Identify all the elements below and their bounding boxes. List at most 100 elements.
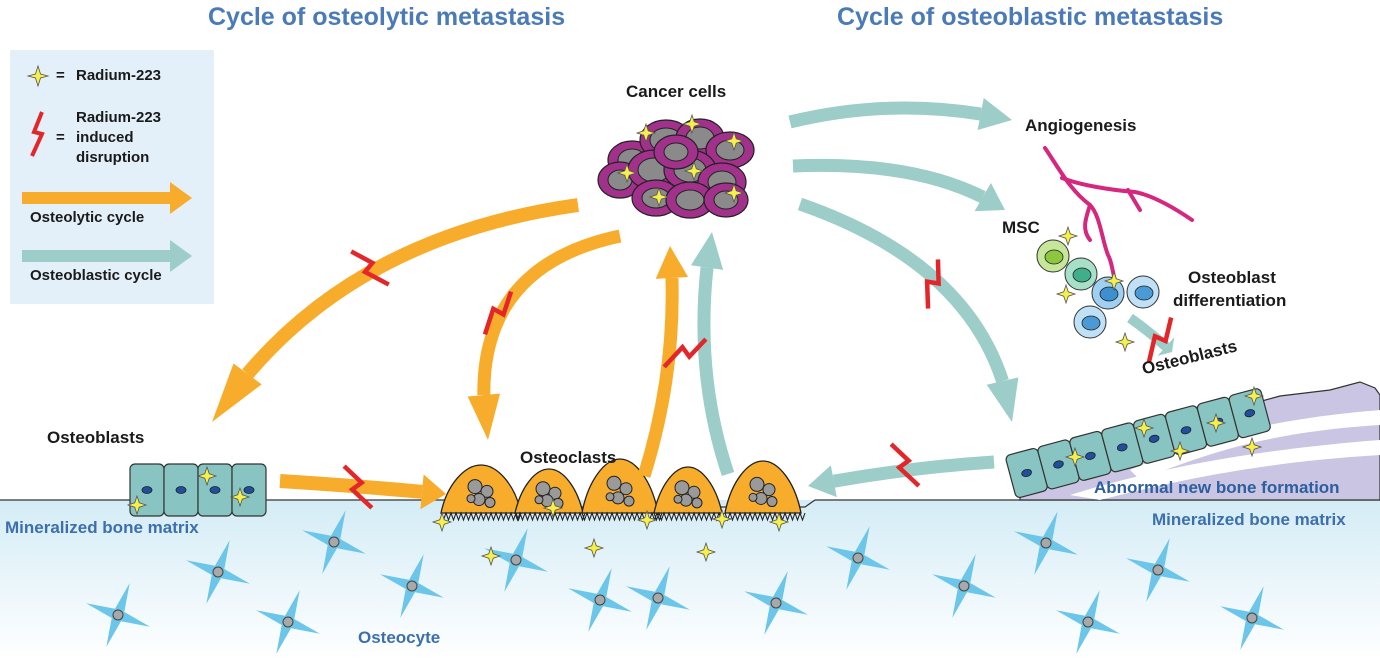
radium-star-icon [1114,331,1136,353]
lightning-disruption-icon [924,259,941,309]
osteolytic-arrow [279,474,446,510]
radium-star-icon [648,186,670,208]
osteoblast-cell [197,463,233,517]
osteoblastic-arrow [808,455,995,498]
cancer-cell [653,134,699,170]
radium-star-icon [431,511,453,533]
osteolytic-arrow [467,229,622,440]
angiogenesis-vessels [1043,146,1194,282]
radium-star-icon [1055,283,1077,305]
osteocyte [484,528,548,592]
osteolytic-arrow-icon [22,182,192,214]
label-cancer-cells: Cancer cells [626,82,727,101]
legend-radium-label: Radium-223 [76,67,162,84]
radium-star-icon [1243,385,1265,407]
radium-star-icon [196,465,218,487]
lightning-disruption-icon [662,337,708,369]
radium-star-icon [683,160,705,182]
cancer-cell [665,181,715,219]
osteocyte [186,540,250,604]
label-abnormal-bone: Abnormal new bone formation [1094,478,1340,497]
label-osteocyte: Osteocyte [358,628,441,647]
osteocyte [626,566,690,630]
osteoclast [440,464,522,522]
osteocyte [86,583,150,647]
osteoclast [653,466,725,522]
osteocyte [256,590,320,654]
osteocyte [932,554,996,618]
radium-star-icon [1064,446,1086,468]
title-osteolytic: Cycle of osteolytic metastasis [208,3,566,31]
lightning-disruption-icon [889,442,921,488]
label-osteoblasts-left: Osteoblasts [47,428,145,447]
radium-star-icon [583,537,605,559]
legend-disruption-label: Radium-223 induced disruption [76,109,162,166]
radium-star-icon [1057,225,1079,247]
label-matrix-left: Mineralized bone matrix [5,518,199,537]
osteoblast-cell [1228,388,1271,439]
radium-star-icon [695,541,717,563]
radium-star-icon [635,122,657,144]
osteocyte [1126,538,1190,602]
radium-star-icon [1241,436,1263,458]
osteoblastic-arrow-icon [22,240,192,272]
label-msc: MSC [1002,218,1040,237]
osteocyte [1014,511,1078,575]
radium-star-icon [636,509,658,531]
radium-star-icon [1169,440,1191,462]
osteoblastic-arrow [792,158,1005,212]
legend-radium-eq: = [56,67,65,84]
legend-osteolytic-label: Osteolytic cycle [30,209,145,226]
lightning-disruption-icon [1146,317,1174,363]
osteoblast-cell [231,463,267,517]
osteolytic-arrow [212,198,579,422]
lightning-disruption-icon [342,464,374,510]
msc-cell [1073,305,1107,339]
label-osteoblast-diff-1: Osteoblast [1188,268,1276,287]
osteocyte [302,510,366,574]
osteocyte [744,571,808,635]
msc-cell [1126,275,1160,309]
radium-star-icon [768,511,790,533]
osteoblastic-arrow [690,232,735,477]
radium-star-icon [1103,270,1125,292]
cancer-cell-cluster [597,118,755,219]
legend-disruption-eq: = [56,129,65,146]
radium-star-icon [616,162,638,184]
lightning-disruption-icon [350,249,390,287]
osteocyte [1056,590,1120,654]
cancer-cell [703,182,749,218]
osteocyte [826,526,890,590]
radium-star-icon [480,545,502,567]
osteoclast [724,460,806,522]
radium-star-icon [711,508,733,530]
osteoclast [514,468,586,522]
label-angiogenesis: Angiogenesis [1025,116,1137,135]
lightning-disruption-icon [30,111,45,157]
osteoblast-cell [163,463,199,517]
radium-star-icon [681,113,703,135]
osteoblast-layer-left [129,463,267,517]
legend-graphics [22,64,192,272]
osteocyte [568,568,632,632]
lightning-disruption-icon [482,290,514,336]
msc-cell [1064,257,1098,291]
radium-star-icon [723,130,745,152]
osteoblastic-arrow [797,197,1019,422]
radium-star-icon [1133,417,1155,439]
radium-star-icon [229,486,251,508]
radium-star-icon [26,64,50,88]
radium-star-icon [1205,412,1227,434]
title-osteoblastic: Cycle of osteoblastic metastasis [837,3,1224,31]
radium-star-icon [542,497,564,519]
osteoclasts [440,458,806,522]
osteolytic-arrow [637,246,689,478]
osteocyte [380,554,444,618]
label-osteoblast-diff-2: differentiation [1173,291,1287,310]
msc-cell [1036,239,1070,273]
osteoblastic-arrow [788,98,1012,130]
radium-star-icon [723,182,745,204]
radium-star-icon [126,494,148,516]
